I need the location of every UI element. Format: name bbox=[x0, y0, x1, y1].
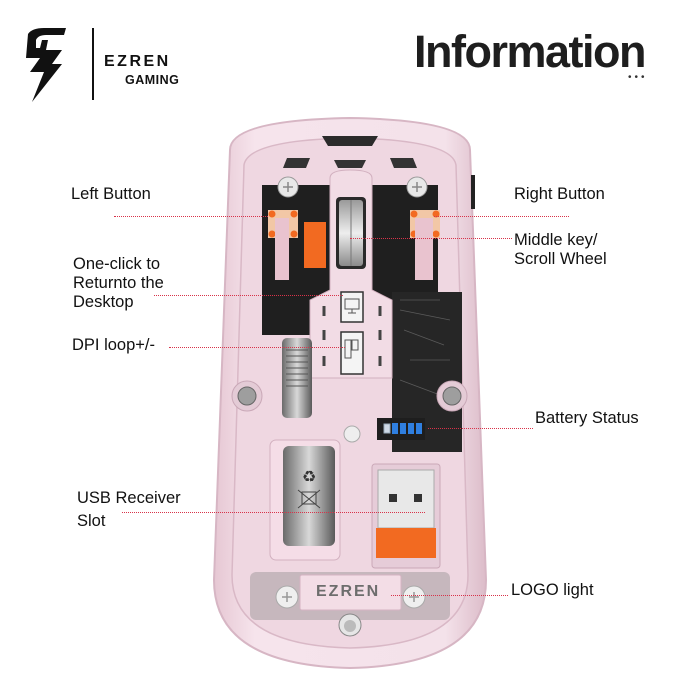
leader-middle-key bbox=[350, 238, 512, 239]
usb-receiver bbox=[371, 463, 441, 569]
battery-upper bbox=[282, 338, 312, 418]
title-dots: ••• bbox=[628, 72, 648, 83]
screw-mid-right bbox=[436, 380, 468, 412]
battery-led-bar bbox=[392, 423, 398, 434]
lightning-logo-icon bbox=[26, 28, 66, 102]
leader-left-button bbox=[114, 216, 268, 217]
battery-lower: ♻ bbox=[269, 439, 341, 561]
screw-top-right bbox=[406, 176, 428, 198]
leader-logo-light bbox=[391, 595, 508, 596]
callout-logo-light: LOGO light bbox=[511, 581, 594, 599]
callout-battery-status: Battery Status bbox=[535, 409, 639, 427]
callout-middle-key: Middle key/ Scroll Wheel bbox=[514, 231, 607, 268]
svg-text:♻: ♻ bbox=[302, 467, 316, 486]
center-spine bbox=[309, 169, 393, 379]
screw-mid-left bbox=[231, 380, 263, 412]
desktop-button bbox=[340, 291, 364, 323]
brand-divider bbox=[92, 28, 94, 100]
leader-right-button bbox=[434, 216, 569, 217]
callout-left-button: Left Button bbox=[71, 185, 151, 203]
callout-right-button: Right Button bbox=[514, 185, 605, 203]
battery-led-bar bbox=[400, 423, 406, 434]
logo-light-plate bbox=[250, 572, 450, 637]
logo-plate-text: EZREN bbox=[316, 583, 381, 600]
leader-one-click-desktop bbox=[154, 295, 343, 296]
callout-one-click-desktop: One-click to Returnto the Desktop bbox=[73, 255, 164, 311]
brand-sub: GAMING bbox=[125, 73, 180, 87]
screw-top-left bbox=[277, 176, 299, 198]
battery-led-bar bbox=[408, 423, 414, 434]
scroll-wheel bbox=[336, 197, 366, 269]
leader-dpi-loop bbox=[169, 347, 345, 348]
battery-led-bar bbox=[416, 423, 422, 434]
brand-name: EZREN bbox=[104, 53, 171, 70]
dpi-button bbox=[340, 331, 364, 375]
leader-battery-status bbox=[428, 428, 533, 429]
leader-usb-slot bbox=[122, 512, 425, 513]
battery-status-led bbox=[377, 418, 425, 440]
top-vents bbox=[283, 136, 475, 209]
left-button-switch bbox=[268, 210, 326, 280]
callout-dpi-loop: DPI loop+/- bbox=[72, 336, 155, 354]
right-button-switch bbox=[410, 210, 440, 280]
page-title: Information bbox=[414, 26, 646, 77]
callout-usb-slot: USB Receiver Slot bbox=[77, 489, 181, 530]
